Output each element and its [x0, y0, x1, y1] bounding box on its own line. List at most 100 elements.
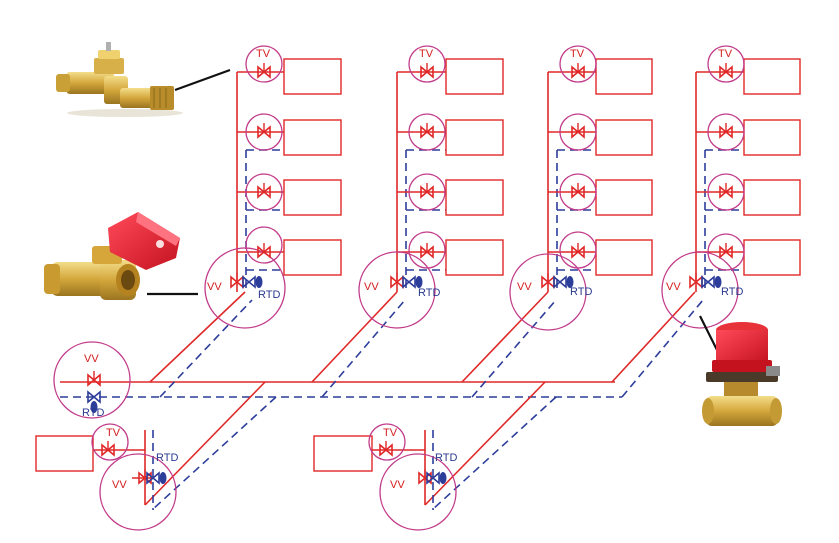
rtd-valve-icon — [146, 471, 160, 485]
rtd-actuator-icon — [566, 276, 574, 288]
rtd-actuator-icon — [159, 472, 167, 484]
rtd-actuator-icon — [714, 276, 722, 288]
valve-circle — [245, 226, 283, 264]
valve-symbols — [87, 63, 733, 485]
riser-3 — [509, 45, 653, 331]
vv-label: VV — [666, 281, 681, 293]
radiator — [445, 119, 504, 156]
tv-label: TV — [570, 48, 585, 60]
valve-circle — [245, 45, 283, 83]
tv-label: TV — [106, 427, 121, 439]
valve-circle — [559, 113, 597, 151]
radiator — [283, 179, 342, 216]
thermostatic-valve-photo — [56, 42, 183, 117]
rtd-actuator-icon — [439, 472, 447, 484]
valve-circle — [408, 231, 446, 269]
rtd-label: RTD — [721, 286, 743, 298]
rtd-valve-icon — [701, 275, 715, 289]
thermostatic-valve-icon — [257, 63, 271, 79]
thermostatic-valve-icon — [571, 63, 585, 79]
valve-circle — [408, 113, 446, 151]
valve-circle — [91, 423, 129, 461]
rtd-valve-icon — [87, 390, 101, 404]
valve-circle — [368, 423, 406, 461]
rtd-label: RTD — [156, 452, 178, 464]
valve-circle — [707, 173, 745, 211]
main-valve-circle — [53, 341, 131, 419]
radiator — [283, 119, 342, 156]
branch-valve-circle — [99, 453, 177, 531]
riser-valve-circle — [358, 251, 436, 329]
valve-circle — [707, 233, 745, 271]
rtd-label: RTD — [418, 287, 440, 299]
valve-circle — [245, 173, 283, 211]
branch-lower-middle — [313, 423, 457, 531]
riser-valve-circle — [204, 247, 286, 329]
radiator — [743, 58, 801, 95]
radiator — [595, 119, 653, 156]
thermostatic-valve-icon — [420, 63, 434, 79]
thermostatic-valve-icon — [420, 123, 434, 139]
radiator — [445, 58, 504, 95]
thermostatic-valve-icon — [257, 123, 271, 139]
leader-lines — [147, 68, 719, 353]
rtd-valve-icon — [242, 275, 256, 289]
vv-label: VV — [84, 353, 99, 365]
rtd-label: RTD — [570, 286, 592, 298]
rtd-label: RTD — [258, 289, 280, 301]
thermostatic-valve-icon — [719, 63, 733, 79]
valve-circle — [408, 173, 446, 211]
radiator — [743, 119, 801, 156]
thermostatic-valve-icon — [719, 183, 733, 199]
tv-label: TV — [383, 427, 398, 439]
rtd-actuator-icon — [90, 401, 98, 413]
tv-label: TV — [718, 48, 733, 60]
branch-valve-circle — [379, 453, 457, 531]
rtd-actuator-icon — [415, 276, 423, 288]
radiator — [35, 435, 94, 472]
rtd-valve-icon — [402, 275, 416, 289]
thermostatic-valve-icon — [420, 183, 434, 199]
rtd-valve-icon — [426, 471, 440, 485]
radiator — [445, 179, 504, 216]
labels: TV TV TV TV VV RTD VV RTD VV RTD VV RTD … — [82, 48, 743, 491]
thermostatic-valve-icon — [420, 243, 434, 259]
thermostatic-valve-icon — [379, 441, 393, 457]
rtd-actuator-icon — [255, 276, 263, 288]
radiator — [743, 179, 801, 216]
thermostatic-valve-icon — [257, 183, 271, 199]
valve-circle — [707, 45, 745, 83]
vv-label: VV — [112, 479, 127, 491]
thermostatic-valve-icon — [719, 243, 733, 259]
riser-2 — [358, 45, 504, 329]
thermostatic-valve-icon — [101, 441, 115, 457]
thermostatic-valve-icon — [571, 183, 585, 199]
riser-valve-circle — [509, 253, 587, 331]
main-distribution — [60, 291, 704, 511]
branch-lower-left — [35, 423, 177, 531]
vv-label: VV — [517, 281, 532, 293]
rtd-label: RTD — [82, 407, 104, 419]
tv-label: TV — [256, 48, 271, 60]
riser-1 — [204, 45, 342, 329]
valve-circle — [559, 173, 597, 211]
vv-label: VV — [207, 281, 222, 293]
thermostatic-valve-icon — [571, 243, 585, 259]
thermostatic-valve-icon — [719, 123, 733, 139]
radiator — [283, 239, 342, 276]
radiator — [313, 435, 373, 472]
radiator — [743, 239, 801, 276]
thermostatic-valve-icon — [571, 123, 585, 139]
tv-label: TV — [419, 48, 434, 60]
pressure-regulator-photo — [702, 322, 782, 426]
rtd-label: RTD — [435, 452, 457, 464]
riser-valve-circle — [661, 251, 739, 329]
thermostatic-valve-icon — [257, 243, 271, 259]
main-valve-station — [53, 341, 131, 419]
vv-label: VV — [364, 281, 379, 293]
radiator — [445, 239, 504, 276]
valve-circle — [408, 45, 446, 83]
rtd-valve-icon — [553, 275, 567, 289]
valve-circle — [245, 113, 283, 151]
